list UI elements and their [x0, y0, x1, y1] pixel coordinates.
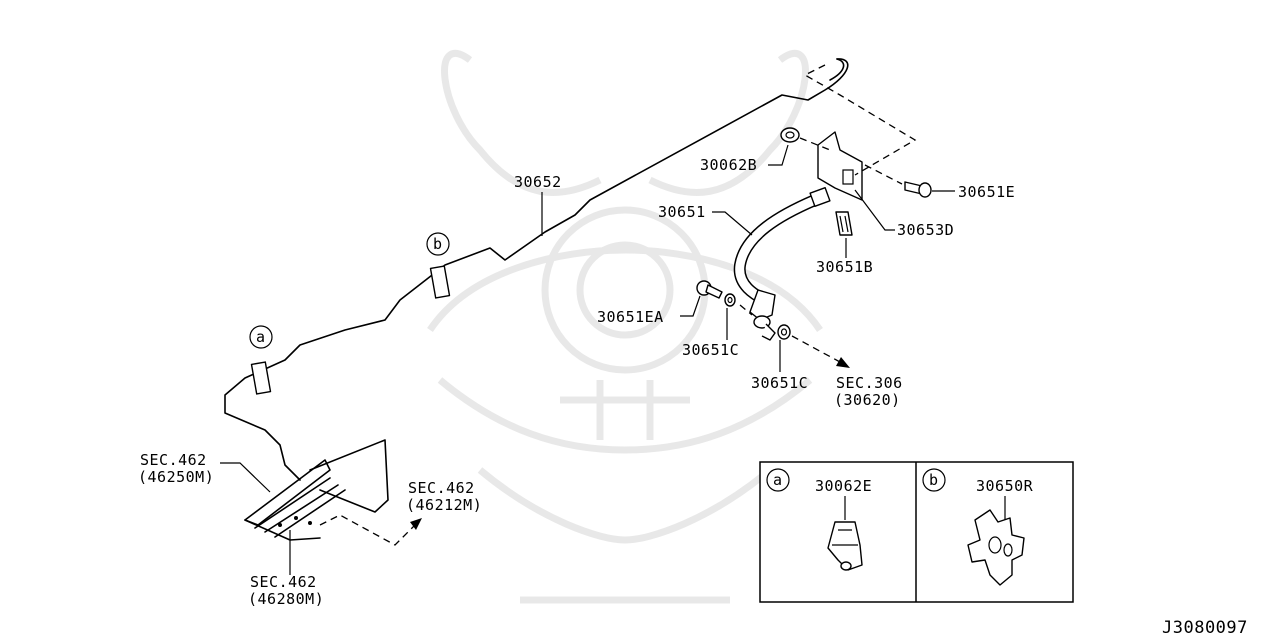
- label-sec462-c-sub: (46280M): [248, 590, 324, 608]
- nut-30062b[interactable]: [780, 127, 800, 143]
- leader-30653d: [854, 189, 895, 231]
- ref-a-marker: a: [249, 325, 273, 349]
- bracket-30653d[interactable]: [817, 131, 863, 201]
- clip-a: [250, 361, 272, 395]
- clip-30651b[interactable]: [835, 211, 853, 236]
- label-sec306[interactable]: SEC.306: [836, 374, 903, 392]
- label-sec306-sub: (30620): [834, 391, 901, 409]
- leader-30651ea: [680, 295, 701, 317]
- brake-hose-30651[interactable]: [733, 186, 831, 341]
- inset-b-marker: b: [922, 468, 946, 492]
- label-30651e: 30651E: [958, 183, 1015, 201]
- clip-30650r[interactable]: [967, 509, 1025, 586]
- clip-b: [429, 265, 451, 299]
- label-30651c-lower: 30651C: [751, 374, 808, 392]
- ref-a-label: a: [256, 328, 266, 346]
- label-30062b: 30062B: [700, 156, 757, 174]
- ref-b-label: b: [433, 235, 443, 253]
- label-30651b: 30651B: [816, 258, 873, 276]
- watermark-helmet-icon: [427, 50, 823, 604]
- inset-b-letter: b: [929, 471, 939, 489]
- label-sec462-c[interactable]: SEC.462: [250, 573, 317, 591]
- clip-30062e[interactable]: [827, 521, 863, 571]
- tube-bundle-bracket: [244, 439, 389, 541]
- dashed-outline-bracket: [803, 64, 917, 176]
- label-30653d: 30653D: [897, 221, 954, 239]
- washer-30651c-upper[interactable]: [724, 293, 736, 307]
- label-sec462-b[interactable]: SEC.462: [408, 479, 475, 497]
- washer-30651c-lower[interactable]: [777, 324, 791, 340]
- diagram-code: J3080097: [1162, 618, 1248, 638]
- label-30651ea: 30651EA: [597, 308, 664, 326]
- leader-30062b: [768, 144, 789, 166]
- bolt-30651e[interactable]: [904, 181, 932, 198]
- leader-46250m: [220, 462, 271, 493]
- label-30651: 30651: [658, 203, 706, 221]
- brake-tube-30652[interactable]: [224, 58, 849, 481]
- label-30652: 30652: [514, 173, 562, 191]
- bolt-30651ea[interactable]: [696, 280, 723, 299]
- dash-sec306: [791, 335, 841, 363]
- label-sec462-a-sub: (46250M): [138, 468, 214, 486]
- label-30650r: 30650R: [976, 477, 1034, 495]
- sec462-46212m-arrow: [319, 514, 422, 546]
- inset-a-marker: a: [766, 468, 790, 492]
- label-sec462-a[interactable]: SEC.462: [140, 451, 207, 469]
- label-sec462-b-sub: (46212M): [406, 496, 482, 514]
- dash-30651e: [864, 164, 903, 185]
- arrow-sec306: [836, 357, 850, 368]
- inset-box: [759, 461, 1074, 603]
- label-30651c-upper: 30651C: [682, 341, 739, 359]
- leader-30651: [712, 211, 753, 236]
- inset-a-letter: a: [773, 471, 783, 489]
- ref-b-marker: b: [426, 232, 450, 256]
- dash-30062b: [799, 137, 831, 151]
- label-30062e: 30062E: [815, 477, 872, 495]
- dash-washer: [739, 304, 753, 316]
